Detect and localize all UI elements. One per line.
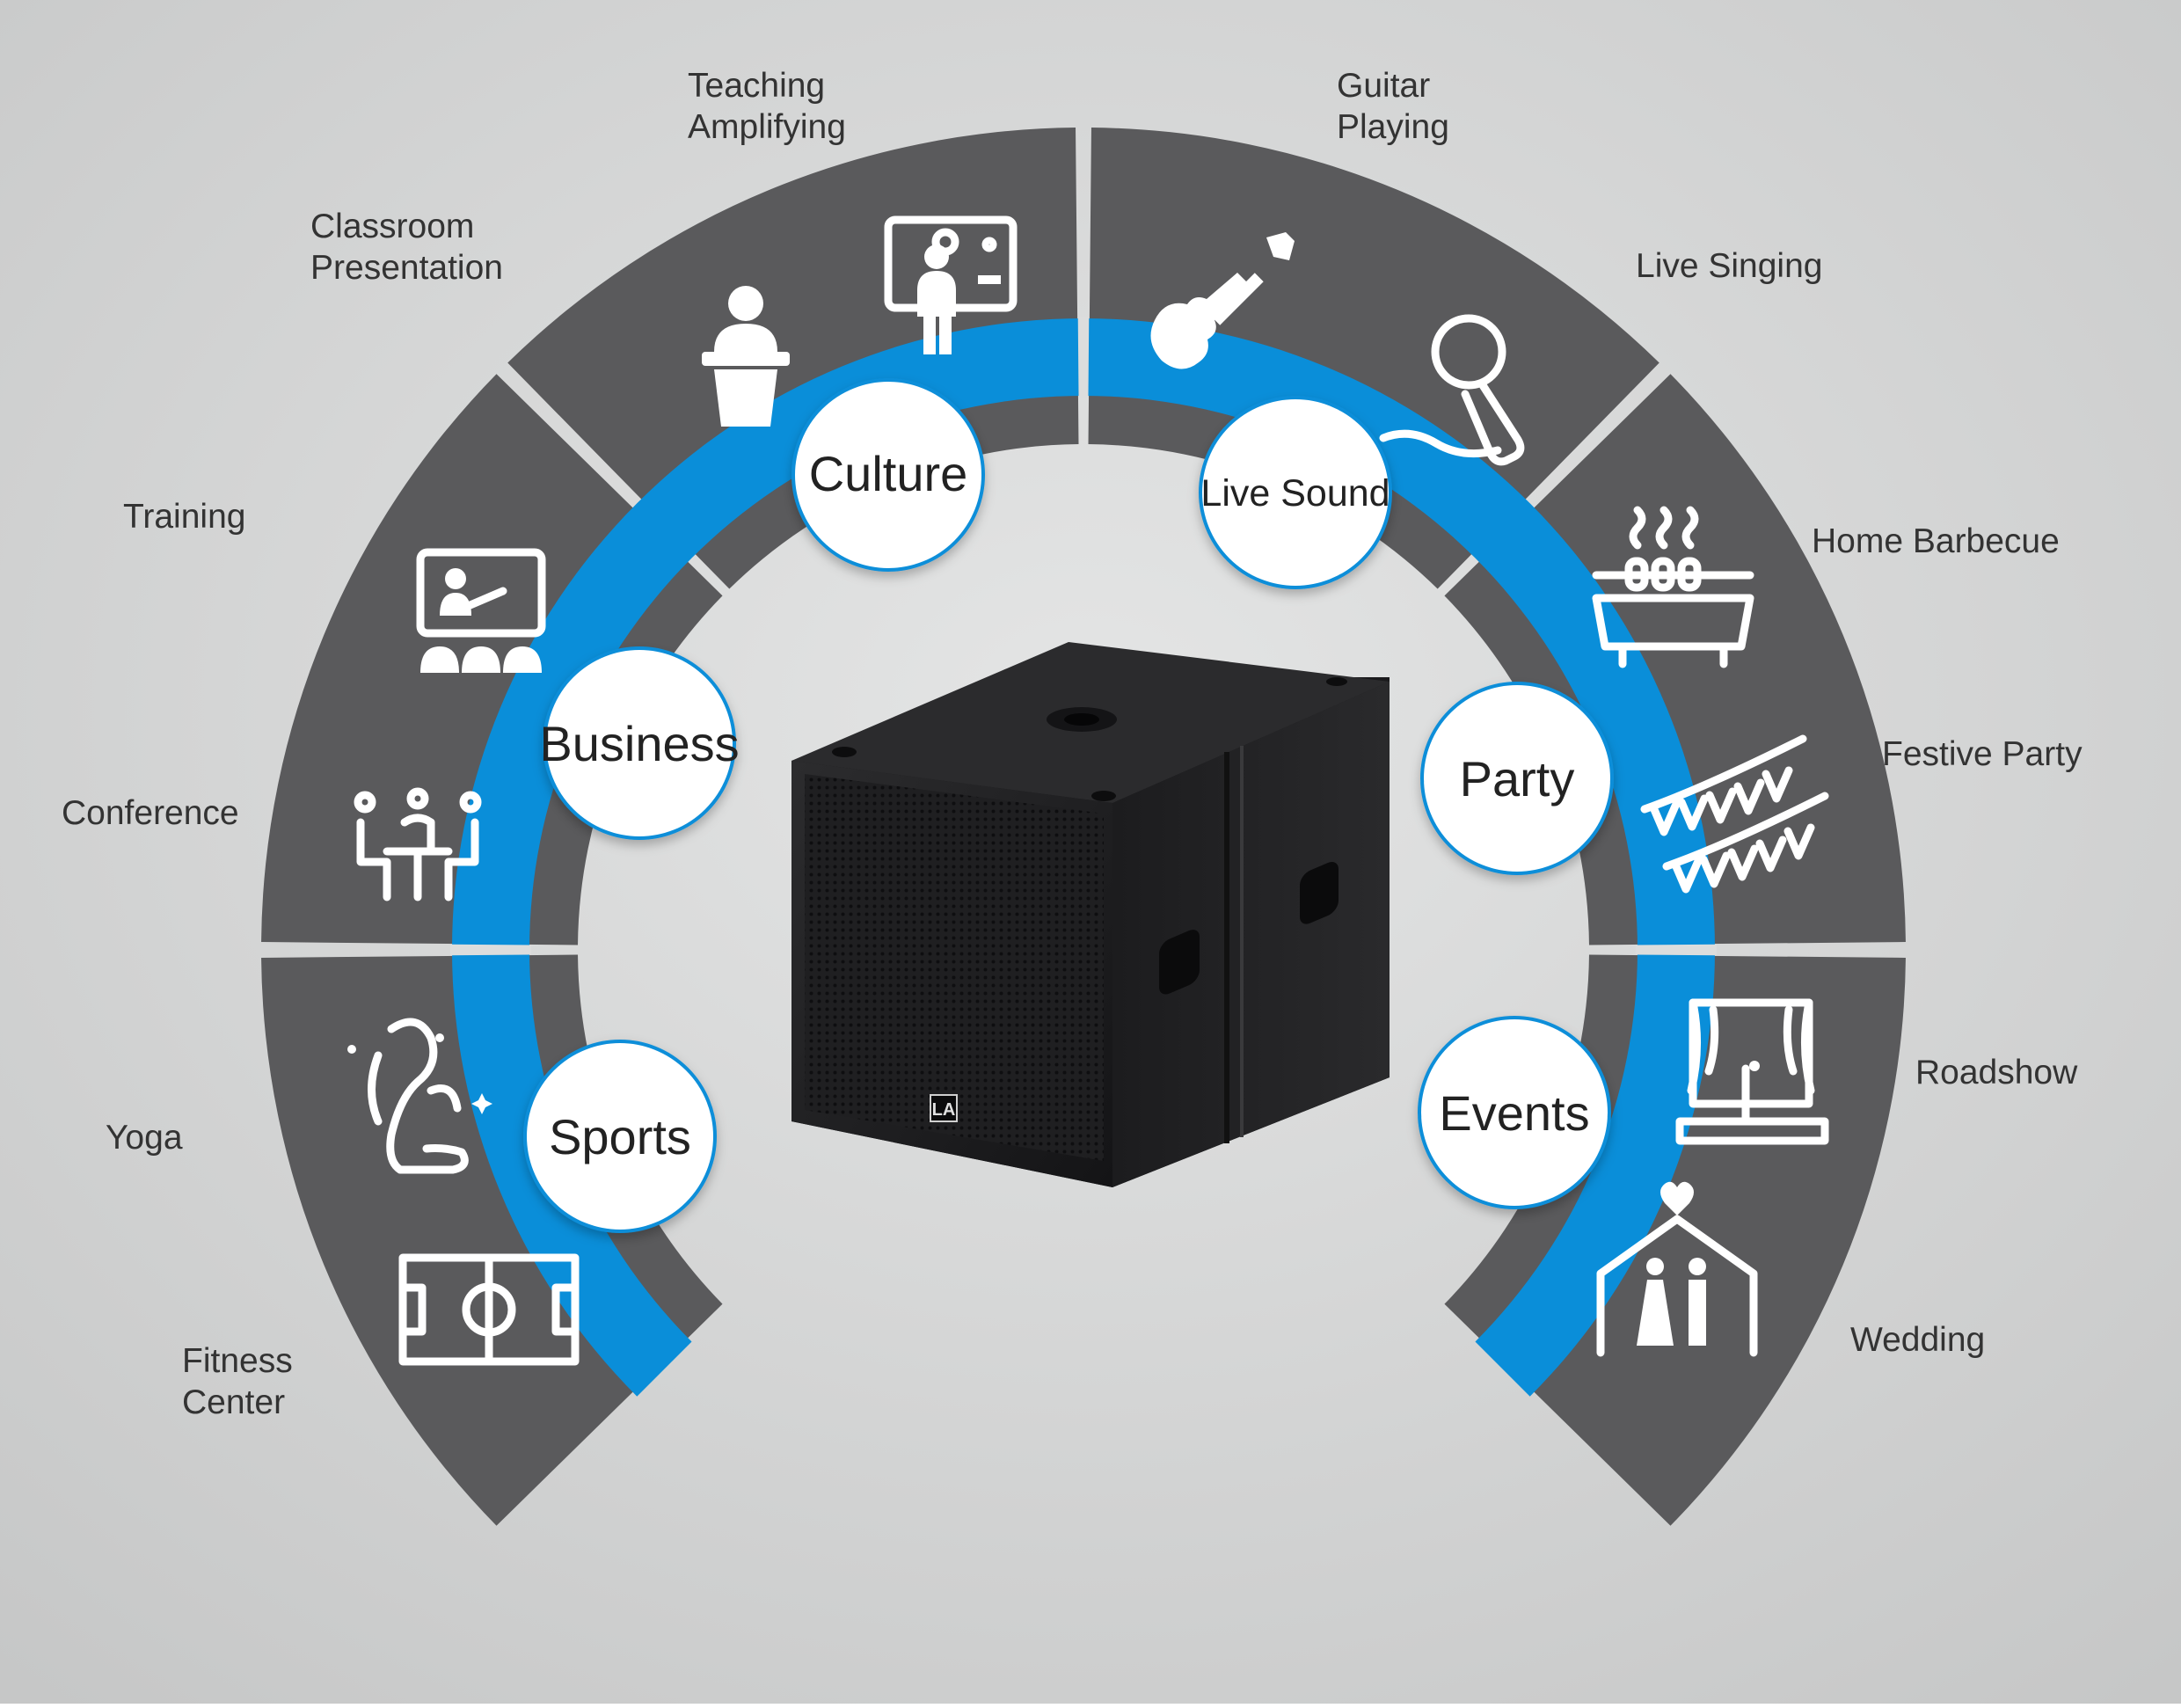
yoga-pose-icon [347,1018,492,1174]
hub-culture-label: Culture [809,446,968,501]
label-home-barbecue: Home Barbecue [1812,522,2060,560]
hub-live-sound[interactable]: Live Sound [1199,396,1392,589]
hub-sports[interactable]: Sports [523,1040,717,1233]
guitar-icon [1150,232,1295,369]
microphone-icon [1379,314,1525,466]
label-conference: Conference [62,794,239,832]
svg-text:Amplifying: Amplifying [688,108,846,146]
hub-party[interactable]: Party [1420,682,1614,875]
label-live-singing: Live Singing [1636,247,1822,285]
hub-events[interactable]: Events [1418,1016,1611,1209]
grille [805,774,1104,1161]
training-screen-icon [416,548,546,673]
label-fitness-center: Fitness Center [182,1342,293,1421]
meeting-table-icon [354,787,482,901]
label-training: Training [123,498,245,536]
ring-divider [450,944,532,956]
svg-text:Presentation: Presentation [310,249,503,287]
hub-party-label: Party [1460,751,1575,807]
svg-text:Center: Center [182,1383,285,1421]
soccer-field-icon [398,1253,580,1366]
bunting-flags-icon [1640,734,1829,894]
segment-party [1444,374,1906,945]
svg-text:Guitar: Guitar [1337,67,1430,105]
svg-text:Fitness: Fitness [182,1342,293,1380]
ring-divider [1635,944,1717,956]
hub-business[interactable]: Business [539,646,740,840]
svg-text:Playing: Playing [1337,108,1449,146]
label-yoga: Yoga [106,1119,183,1157]
teacher-whiteboard-icon [884,215,1018,354]
segment-live-sound [1088,128,1659,589]
ring-divider [1077,317,1090,398]
wedding-arch-icon [1596,1181,1758,1357]
segment-events [1444,954,1906,1526]
label-teaching-amplifying: Teaching Amplifying [688,67,846,146]
svg-text:Classroom: Classroom [310,208,474,245]
logo-text: LA [932,1100,956,1120]
stage-curtain-icon [1675,998,1829,1145]
barbecue-grill-icon [1592,506,1754,668]
hub-sports-label: Sports [549,1109,691,1164]
logo-badge [930,1094,958,1122]
svg-text:Teaching: Teaching [688,67,825,105]
label-wedding: Wedding [1850,1321,1985,1359]
segment-sports [261,954,723,1526]
label-classroom-presentation: Classroom Presentation [310,208,503,287]
hub-business-label: Business [539,716,739,771]
podium-icon [702,286,790,427]
hub-culture[interactable]: Culture [791,378,985,572]
label-festive-party: Festive Party [1882,735,2083,773]
subwoofer-image: LA [791,642,1390,1187]
label-roadshow: Roadshow [1915,1054,2078,1091]
hub-events-label: Events [1439,1085,1589,1141]
label-guitar-playing: Guitar Playing [1337,67,1449,146]
hub-live-sound-label: Live Sound [1200,472,1390,515]
